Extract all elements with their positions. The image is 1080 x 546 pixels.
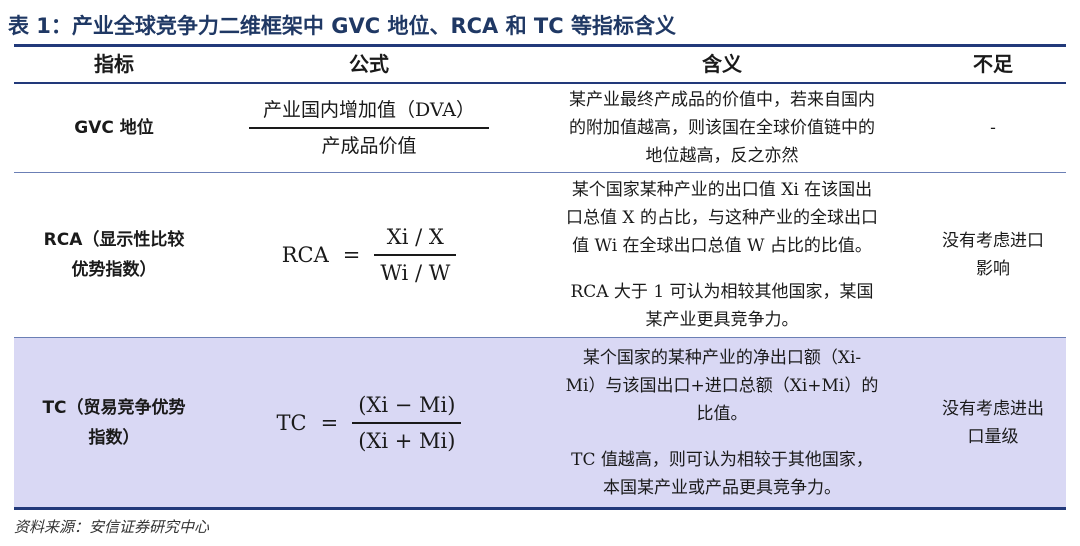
meaning-line: Mi）与该国出口+进口总额（Xi+Mi）的 [565, 375, 879, 396]
indicator-line: 指数） [88, 427, 140, 448]
meaning-line: 比值。 [696, 403, 748, 424]
indicator-cell: RCA（显示性比较 优势指数） [14, 173, 214, 337]
top-rule [14, 44, 1066, 47]
indicator-line: RCA（显示性比较 [43, 230, 185, 250]
indicator-cell: GVC 地位 [14, 84, 214, 172]
indicator-line: 优势指数） [71, 260, 157, 280]
meaning-line: 某个国家某种产业的出口值 Xi 在该国出 [571, 180, 873, 200]
meaning-line: 某个国家的某种产业的净出口额（Xi- [582, 347, 862, 368]
fraction-bar [374, 254, 457, 256]
table-title: 表 1：产业全球竞争力二维框架中 GVC 地位、RCA 和 TC 等指标含义 [8, 14, 676, 38]
header-limitation: 不足 [973, 52, 1013, 76]
limitation-cell: 没有考虑进口 影响 [920, 173, 1066, 337]
gvc-formula: 产业国内增加值（DVA） 产成品价值 [249, 93, 489, 163]
header-rule [14, 82, 1066, 84]
formula-cell: TC = (Xi − Mi) (Xi + Mi) [214, 338, 524, 507]
formula-numerator: (Xi − Mi) [358, 392, 456, 417]
indicator-line: TC（贸易竞争优势 [42, 397, 186, 418]
limitation-line: 没有考虑进出 [942, 398, 1044, 419]
header-meaning: 含义 [702, 52, 742, 76]
formula-equals: = [320, 410, 339, 435]
meaning-line: 某产业更具竞争力。 [645, 310, 799, 330]
table-row-rca: RCA（显示性比较 优势指数） RCA = Xi / X Wi / W 某个国家… [14, 173, 1066, 337]
formula-equals: = [342, 243, 361, 267]
table-row-gvc: GVC 地位 产业国内增加值（DVA） 产成品价值 某产业最终产成品的价值中，若… [14, 84, 1066, 172]
rca-formula: RCA = Xi / X Wi / W [282, 220, 457, 290]
meaning-line: RCA 大于 1 可认为相较其他国家，某国 [570, 282, 874, 302]
limitation-line: 影响 [976, 259, 1010, 279]
meaning-line: 口总值 X 的占比，与这种产业的全球出口 [566, 208, 878, 228]
formula-numerator: Xi / X [386, 225, 444, 249]
source-note: 资料来源：安信证券研究中心 [14, 518, 210, 536]
row-divider [14, 337, 1066, 338]
meaning-line: TC 值越高，则可认为相较于其他国家， [571, 449, 873, 470]
meaning-cell: 某产业最终产成品的价值中，若来自国内 的附加值越高，则该国在全球价值链中的 地位… [524, 84, 920, 172]
limitation-cell: 没有考虑进出 口量级 [920, 338, 1066, 507]
formula-lhs: TC [276, 410, 307, 435]
bottom-rule [14, 507, 1066, 510]
meaning-line: 地位越高，反之亦然 [645, 146, 799, 166]
meaning-line: 的附加值越高，则该国在全球价值链中的 [569, 118, 875, 138]
header-indicator: 指标 [94, 52, 134, 76]
formula-denominator: 产成品价值 [321, 135, 417, 157]
formula-denominator: Wi / W [380, 261, 451, 285]
table-row-tc: TC（贸易竞争优势 指数） TC = (Xi − Mi) (Xi + Mi) 某… [14, 338, 1066, 507]
limitation-line: 口量级 [967, 426, 1019, 447]
meaning-cell: 某个国家的某种产业的净出口额（Xi- Mi）与该国出口+进口总额（Xi+Mi）的… [524, 338, 920, 507]
fraction-bar [352, 421, 462, 424]
formula-denominator: (Xi + Mi) [358, 428, 456, 453]
meaning-cell: 某个国家某种产业的出口值 Xi 在该国出 口总值 X 的占比，与这种产业的全球出… [524, 173, 920, 337]
limitation-cell: - [920, 84, 1066, 172]
meaning-line: 本国某产业或产品更具竞争力。 [603, 477, 841, 498]
limitation-line: - [990, 118, 996, 138]
indicator-cell: TC（贸易竞争优势 指数） [14, 338, 214, 507]
limitation-line: 没有考虑进口 [942, 231, 1044, 251]
fraction-bar [249, 127, 489, 129]
tc-formula: TC = (Xi − Mi) (Xi + Mi) [277, 388, 462, 458]
formula-cell: 产业国内增加值（DVA） 产成品价值 [214, 84, 524, 172]
header-formula: 公式 [349, 52, 389, 76]
row-divider [14, 172, 1066, 173]
formula-numerator: 产业国内增加值（DVA） [262, 99, 476, 121]
formula-cell: RCA = Xi / X Wi / W [214, 173, 524, 337]
indicator-line: GVC 地位 [74, 118, 154, 138]
meaning-line: 值 Wi 在全球出口总值 W 占比的比值。 [572, 236, 872, 256]
meaning-line: 某产业最终产成品的价值中，若来自国内 [569, 90, 875, 110]
formula-lhs: RCA [281, 243, 329, 267]
